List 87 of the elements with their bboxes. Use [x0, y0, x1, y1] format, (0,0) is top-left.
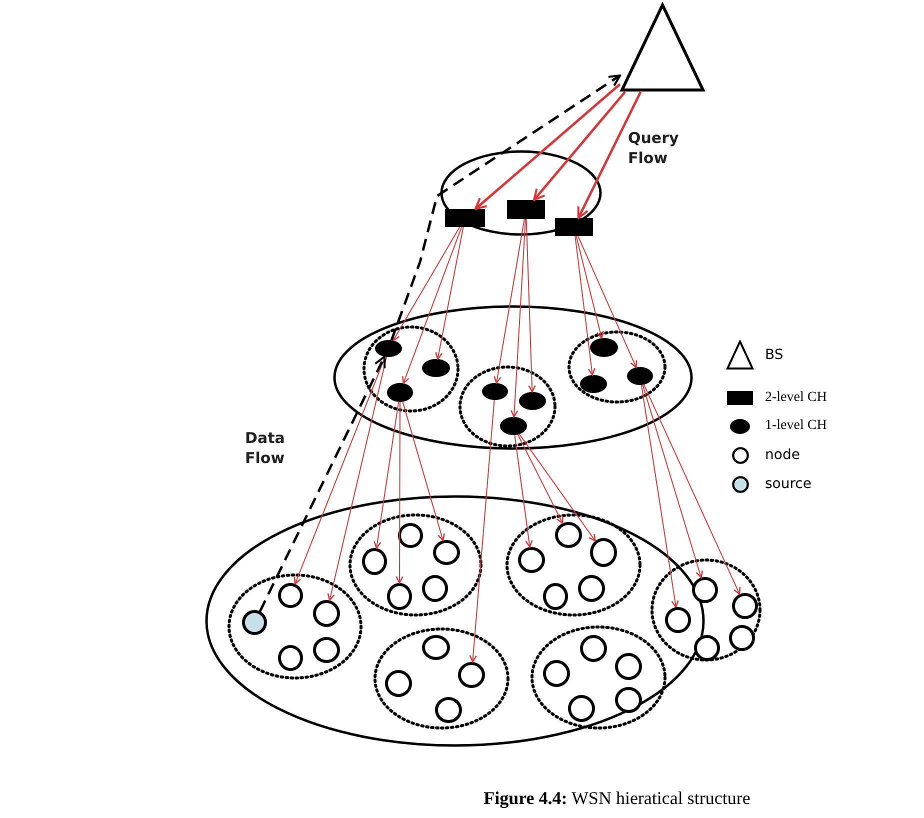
- sensor-node: [278, 583, 303, 608]
- arrow: [435, 226, 464, 360]
- sensor-node: [422, 575, 448, 602]
- cluster-level-ellipse: [440, 150, 602, 236]
- arrow: [518, 434, 596, 542]
- sensor-node: [692, 577, 718, 603]
- sensor-node: [518, 547, 545, 573]
- dashed-arrow: [258, 356, 386, 612]
- sensor-node: [578, 575, 605, 602]
- cluster-level-ellipse: [205, 495, 705, 747]
- sensor-node: [555, 522, 582, 548]
- cluster-boundary: [348, 513, 483, 617]
- cluster-head-dot: [500, 417, 527, 435]
- arrow: [327, 356, 387, 602]
- sensor-node: [458, 662, 485, 688]
- legend-label: BS: [765, 346, 784, 364]
- figure-caption: Figure 4.4: WSN hieratical structure: [482, 788, 750, 808]
- cluster-head-dot: [580, 375, 607, 393]
- sensor-node: [398, 523, 423, 548]
- arrow: [474, 83, 621, 210]
- arrow: [494, 218, 525, 384]
- arrow: [469, 400, 495, 663]
- arrow: [532, 91, 626, 202]
- cluster-head-dot: [422, 359, 450, 377]
- cluster-head-dot: [519, 392, 546, 410]
- cluster-head-rect: [507, 200, 545, 219]
- cluster-boundary: [227, 573, 363, 680]
- sensor-node: [568, 695, 595, 722]
- cluster-boundary: [458, 365, 557, 448]
- cluster-boundary: [505, 513, 642, 617]
- cluster-head-dot: [375, 340, 402, 357]
- cluster-boundary: [373, 627, 510, 730]
- base-station-triangle: [620, 3, 705, 92]
- arrow: [640, 384, 679, 608]
- arrow: [526, 218, 536, 393]
- flow-label: Query Flow: [628, 128, 680, 168]
- sensor-node: [729, 625, 755, 651]
- cluster-head-rect: [555, 218, 593, 236]
- arrow: [514, 434, 533, 548]
- arrow: [510, 218, 526, 418]
- arrow: [577, 91, 642, 220]
- arrow: [374, 401, 400, 549]
- cluster-boundary: [530, 625, 667, 730]
- cluster-head-dot: [482, 383, 508, 400]
- flow-label: Data Flow: [245, 428, 286, 468]
- arrow: [402, 226, 462, 384]
- sensor-node: [580, 635, 607, 662]
- cluster-boundary: [362, 325, 460, 413]
- cluster-level-ellipse: [333, 305, 693, 450]
- sensor-node: [615, 687, 642, 713]
- sensor-node: [433, 540, 460, 565]
- cluster-head-dot: [627, 367, 653, 385]
- sensor-node: [387, 583, 412, 610]
- cluster-head-dot: [590, 338, 618, 357]
- cluster-boundary: [567, 330, 667, 404]
- sensor-node: [543, 583, 568, 610]
- sensor-node: [278, 645, 303, 671]
- legend-label: 1-level CH: [765, 417, 827, 435]
- sensor-node: [590, 538, 617, 567]
- dashed-arrow: [390, 74, 622, 341]
- sensor-node: [732, 593, 758, 619]
- cluster-head-dot: [387, 383, 413, 402]
- legend-label: source: [765, 475, 812, 493]
- sensor-node: [313, 600, 340, 627]
- arrow: [576, 236, 604, 339]
- arrow: [392, 226, 460, 342]
- cluster-head-rect: [445, 209, 485, 227]
- sensor-node: [615, 653, 642, 680]
- sensor-node: [313, 637, 340, 663]
- sensor-node: [694, 635, 720, 661]
- arrow: [578, 236, 638, 368]
- arrow: [574, 236, 596, 376]
- arrow: [643, 384, 740, 595]
- sensor-node: [543, 660, 570, 687]
- sensor-node: [665, 607, 691, 633]
- sensor-node: [435, 697, 462, 723]
- legend-label: 2-level CH: [765, 389, 827, 407]
- sensor-node: [422, 635, 450, 660]
- arrow: [396, 402, 404, 584]
- cluster-boundary: [650, 558, 762, 662]
- sensor-node: [362, 548, 387, 575]
- arrow: [642, 384, 704, 578]
- legend-label: node: [765, 446, 800, 464]
- sensor-node: [385, 670, 412, 697]
- source-node: [242, 610, 267, 635]
- arrow: [402, 401, 445, 542]
- arrow: [517, 434, 564, 524]
